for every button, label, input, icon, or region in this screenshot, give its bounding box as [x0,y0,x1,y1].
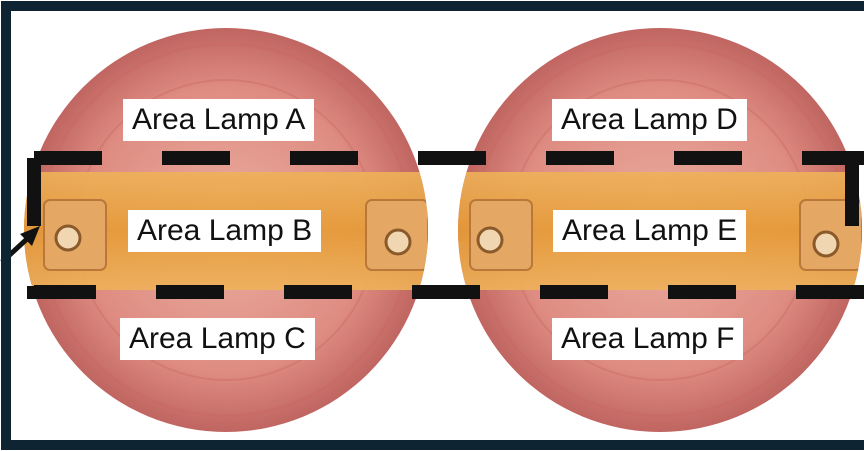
left-screw-icon-2 [384,228,412,256]
label-area-lamp-d: Area Lamp D [552,99,747,141]
label-area-lamp-e: Area Lamp E [553,210,747,252]
right-screw-icon-2 [812,230,840,258]
label-area-lamp-f: Area Lamp F [552,318,744,360]
left-screw-icon [54,224,82,252]
label-area-lamp-a: Area Lamp A [123,99,315,141]
dashed-region-box [27,151,864,299]
label-area-lamp-b: Area Lamp B [128,210,322,252]
label-area-lamp-c: Area Lamp C [120,318,315,360]
right-screw-icon [476,226,504,254]
